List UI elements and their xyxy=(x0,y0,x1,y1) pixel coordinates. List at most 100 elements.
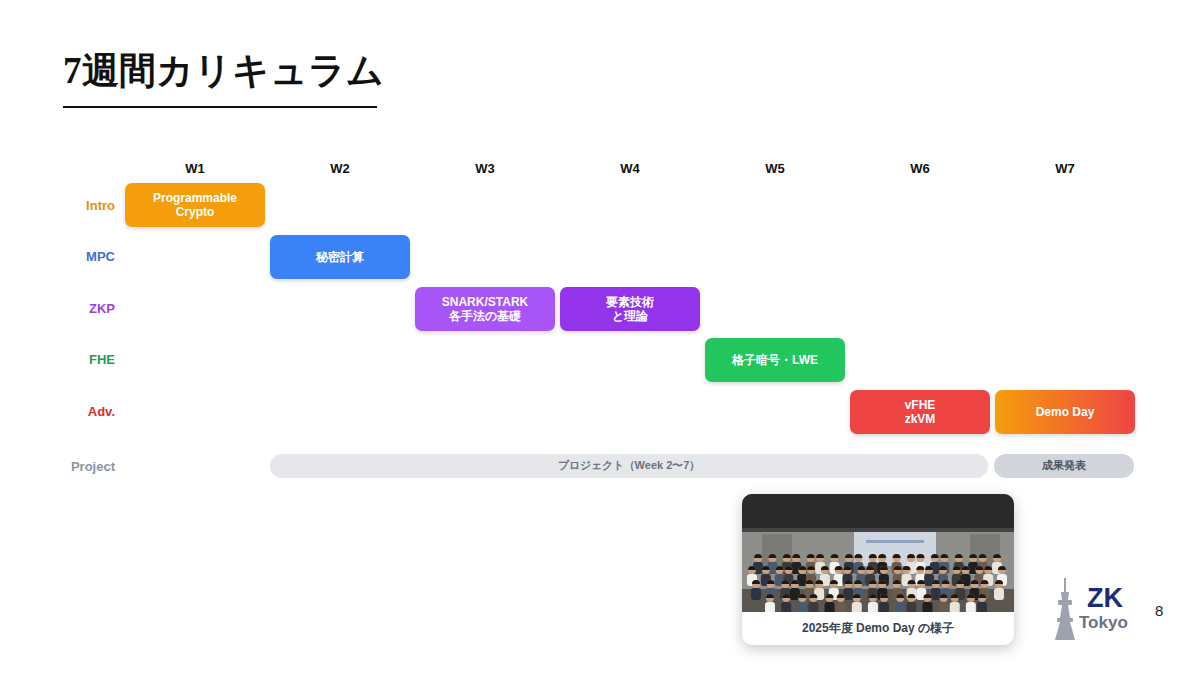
person-head xyxy=(783,554,791,562)
person-head xyxy=(955,554,963,562)
person-hair xyxy=(907,594,915,598)
track-label: MPC xyxy=(86,249,115,265)
person-hair xyxy=(896,594,904,598)
person-head xyxy=(925,566,933,574)
person-head xyxy=(931,554,939,562)
person-hair xyxy=(903,566,911,570)
person-hair xyxy=(782,594,790,598)
track-label: Intro xyxy=(86,198,115,214)
person-hair xyxy=(798,566,806,570)
person-body xyxy=(994,588,1004,600)
person-head xyxy=(940,554,948,562)
person-head xyxy=(835,566,843,574)
person-head xyxy=(941,580,949,588)
person-hair xyxy=(791,580,799,584)
person-hair xyxy=(917,580,925,584)
person-body xyxy=(808,602,818,612)
photo-caption: 2025年度 Demo Day の様子 xyxy=(802,621,954,635)
logo-text: ZK xyxy=(1087,585,1123,612)
person-head xyxy=(971,580,979,588)
person-hair xyxy=(869,594,877,598)
person-hair xyxy=(821,566,829,570)
person-hair xyxy=(995,580,1003,584)
person-head xyxy=(752,580,760,588)
person-head xyxy=(969,554,977,562)
box-label: Demo Day xyxy=(1036,405,1095,419)
person-hair xyxy=(766,594,774,598)
person-body xyxy=(797,602,807,612)
person-head xyxy=(893,580,901,588)
person-hair xyxy=(806,580,814,584)
person-head xyxy=(893,554,901,562)
person-hair xyxy=(893,554,901,558)
person-head xyxy=(998,566,1006,574)
person-head xyxy=(967,594,975,602)
person-hair xyxy=(826,594,834,598)
week-header: W2 xyxy=(330,161,350,177)
person-head xyxy=(781,580,789,588)
person-head xyxy=(857,566,865,574)
person-body xyxy=(931,588,941,600)
person-body xyxy=(895,602,905,612)
person-hair xyxy=(807,554,815,558)
week-topic-box: vFHE zkVM xyxy=(850,390,990,434)
person-head xyxy=(962,566,970,574)
person-body xyxy=(852,602,862,612)
person-hair xyxy=(768,554,776,558)
person-head xyxy=(896,594,904,602)
box-label: vFHE zkVM xyxy=(896,398,944,427)
person-head xyxy=(932,580,940,588)
person-body xyxy=(922,602,932,612)
week-header: W7 xyxy=(1055,161,1075,177)
person-body xyxy=(966,602,976,612)
person-hair xyxy=(971,580,979,584)
person-body xyxy=(781,602,791,612)
person-hair xyxy=(816,554,824,558)
person-head xyxy=(854,580,862,588)
person-head xyxy=(791,580,799,588)
person-body xyxy=(844,562,854,574)
logo-text: Tokyo xyxy=(1079,614,1128,631)
week-topic-box: 格子暗号・LWE xyxy=(705,338,845,382)
person-body xyxy=(825,602,835,612)
person-hair xyxy=(956,580,964,584)
person-hair xyxy=(853,594,861,598)
person-head xyxy=(953,566,961,574)
person-body xyxy=(877,562,887,574)
person-head xyxy=(798,566,806,574)
person-head xyxy=(866,566,874,574)
person-hair xyxy=(752,580,760,584)
person-head xyxy=(845,554,853,562)
presentation-bar: 成果発表 xyxy=(994,454,1134,478)
person-hair xyxy=(869,554,877,558)
person-hair xyxy=(844,580,852,584)
person-head xyxy=(956,580,964,588)
person-hair xyxy=(916,566,924,570)
person-body xyxy=(751,588,761,600)
person-hair xyxy=(767,580,775,584)
person-head xyxy=(916,554,924,562)
week-header: W4 xyxy=(620,161,640,177)
person-hair xyxy=(998,566,1006,570)
person-hair xyxy=(969,554,977,558)
person-head xyxy=(917,580,925,588)
person-head xyxy=(880,594,888,602)
box-label: SNARK/STARK 各手法の基礎 xyxy=(435,295,535,324)
photo-card: 2025年度 Demo Day の様子 xyxy=(742,494,1014,645)
person-head xyxy=(980,580,988,588)
person-head xyxy=(766,594,774,602)
track-label: FHE xyxy=(89,352,115,368)
box-label: 成果発表 xyxy=(1042,459,1086,472)
person-hair xyxy=(978,594,986,598)
person-hair xyxy=(908,580,916,584)
person-hair xyxy=(880,594,888,598)
track-label: ZKP xyxy=(89,301,115,317)
person-hair xyxy=(979,554,987,558)
person-hair xyxy=(878,580,886,584)
person-hair xyxy=(993,554,1001,558)
person-hair xyxy=(925,566,933,570)
person-head xyxy=(979,554,987,562)
page-title: 7週間カリキュラム xyxy=(63,46,384,96)
person-hair xyxy=(980,580,988,584)
